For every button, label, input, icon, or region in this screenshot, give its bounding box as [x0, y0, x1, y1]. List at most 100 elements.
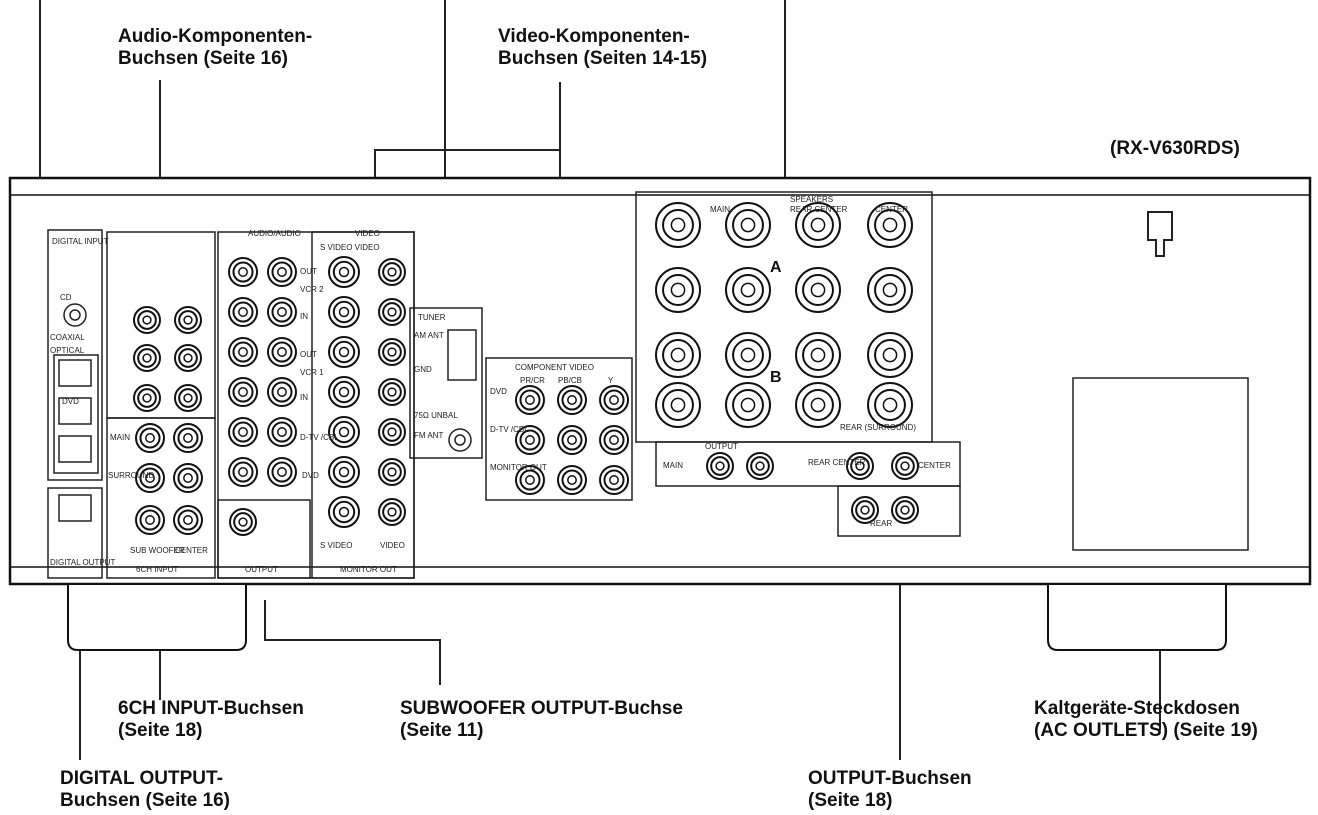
subwoofer-jack: [229, 508, 257, 536]
feet: [67, 583, 1227, 651]
speaker-terminal: [725, 267, 771, 313]
component-jack: [599, 425, 629, 455]
speaker-terminal: [795, 332, 841, 378]
speaker-terminal: [655, 267, 701, 313]
callout-digital-output: DIGITAL OUTPUT- Buchsen (Seite 16): [60, 768, 230, 811]
label-center-3: CENTER: [918, 461, 951, 470]
rca-jack: [135, 505, 165, 535]
tuner-block: [409, 307, 483, 459]
speaker-terminal: [725, 332, 771, 378]
speaker-terminal: [655, 202, 701, 248]
label-out-2: OUT: [300, 350, 317, 359]
rca-jack: [267, 457, 297, 487]
digital-input-block: [47, 229, 103, 579]
rca-jack: [173, 505, 203, 535]
label-y: Y: [608, 376, 614, 385]
output-jack: [891, 496, 919, 524]
label-main: MAIN: [110, 433, 130, 442]
speaker-terminal: [725, 382, 771, 428]
speaker-terminal: [795, 267, 841, 313]
label-rear-surround: REAR (SURROUND): [840, 423, 916, 432]
output-jack: [746, 452, 774, 480]
component-jack: [599, 385, 629, 415]
label-rear: REAR: [870, 519, 892, 528]
s-video-jack: [328, 496, 360, 528]
rca-jack: [267, 297, 297, 327]
video-jack: [378, 498, 406, 526]
rca-jack: [133, 384, 161, 412]
label-coaxial: COAXIAL: [50, 333, 85, 342]
label-speakers: SPEAKERS: [790, 195, 833, 204]
rca-jack: [228, 337, 258, 367]
output-jack: [891, 452, 919, 480]
model-name: (RX-V630RDS): [1110, 138, 1240, 159]
callout-video-components: Video-Komponenten- Buchsen (Seiten 14-15…: [498, 26, 708, 69]
rca-jack: [267, 417, 297, 447]
label-gnd: GND: [414, 365, 432, 374]
rca-jack: [228, 257, 258, 287]
s-video-jack: [328, 336, 360, 368]
label-digital-input: DIGITAL INPUT: [52, 237, 109, 246]
video-jack: [378, 418, 406, 446]
callout-6ch-input: 6CH INPUT-Buchsen (Seite 18): [118, 698, 304, 741]
rca-jack: [228, 417, 258, 447]
component-jack: [515, 385, 545, 415]
label-dtv-2: D-TV /CBL: [490, 425, 529, 434]
label-digital-output: DIGITAL OUTPUT: [50, 558, 115, 567]
jack-group: [133, 202, 919, 536]
component-jack: [557, 385, 587, 415]
label-cd: CD: [60, 293, 72, 302]
label-center-2: CENTER: [875, 205, 908, 214]
component-jack: [515, 425, 545, 455]
s-video-jack: [328, 296, 360, 328]
label-dvd: DVD: [62, 397, 79, 406]
label-am-ant: AM ANT: [414, 331, 444, 340]
label-monitor-out-2: MONITOR OUT: [490, 463, 547, 472]
rca-jack: [267, 257, 297, 287]
rca-jack: [133, 344, 161, 372]
callout-output: OUTPUT-Buchsen (Seite 18): [808, 768, 972, 811]
rca-jack: [267, 337, 297, 367]
label-dtv: D-TV /CBL: [300, 433, 339, 442]
s-video-jack: [328, 416, 360, 448]
output-jack: [851, 496, 879, 524]
speaker-terminal: [867, 202, 913, 248]
label-monitor-out: MONITOR OUT: [340, 565, 397, 574]
label-tuner: TUNER: [418, 313, 446, 322]
label-component-video: COMPONENT VIDEO: [515, 363, 594, 372]
label-fm-ant: FM ANT: [414, 431, 443, 440]
rca-jack: [174, 306, 202, 334]
component-jack: [599, 465, 629, 495]
component-jack: [515, 465, 545, 495]
s-video-jack: [328, 376, 360, 408]
label-s-video-video: S VIDEO VIDEO: [320, 243, 380, 252]
label-speaker-b: B: [770, 369, 782, 386]
label-output: OUTPUT: [245, 565, 278, 574]
rca-jack: [173, 463, 203, 493]
label-surround: SURROUND: [108, 471, 154, 480]
speakers-block: [635, 191, 961, 537]
component-jack: [557, 425, 587, 455]
callout-audio-components: Audio-Komponenten- Buchsen (Seite 16): [118, 26, 313, 69]
label-audio-audio: AUDIO/AUDIO: [248, 229, 301, 238]
label-vcr2: VCR 2: [300, 285, 324, 294]
label-video: VIDEO: [355, 229, 380, 238]
speaker-terminal: [795, 382, 841, 428]
label-dvd-2: DVD: [302, 471, 319, 480]
label-center: CENTER: [175, 546, 208, 555]
speaker-terminal: [867, 382, 913, 428]
video-jack: [378, 378, 406, 406]
label-dvd-3: DVD: [490, 387, 507, 396]
leader-subwoofer: [264, 600, 441, 685]
rca-jack: [135, 423, 165, 453]
rca-jack: [173, 423, 203, 453]
rca-jack: [228, 377, 258, 407]
audio-block: [106, 231, 415, 579]
label-pr: PR/CR: [520, 376, 545, 385]
speaker-terminal: [795, 202, 841, 248]
label-main-2: MAIN: [710, 205, 730, 214]
speaker-terminal: [867, 332, 913, 378]
ac-outlet: [1072, 377, 1249, 551]
rca-jack: [228, 457, 258, 487]
video-jack: [378, 338, 406, 366]
